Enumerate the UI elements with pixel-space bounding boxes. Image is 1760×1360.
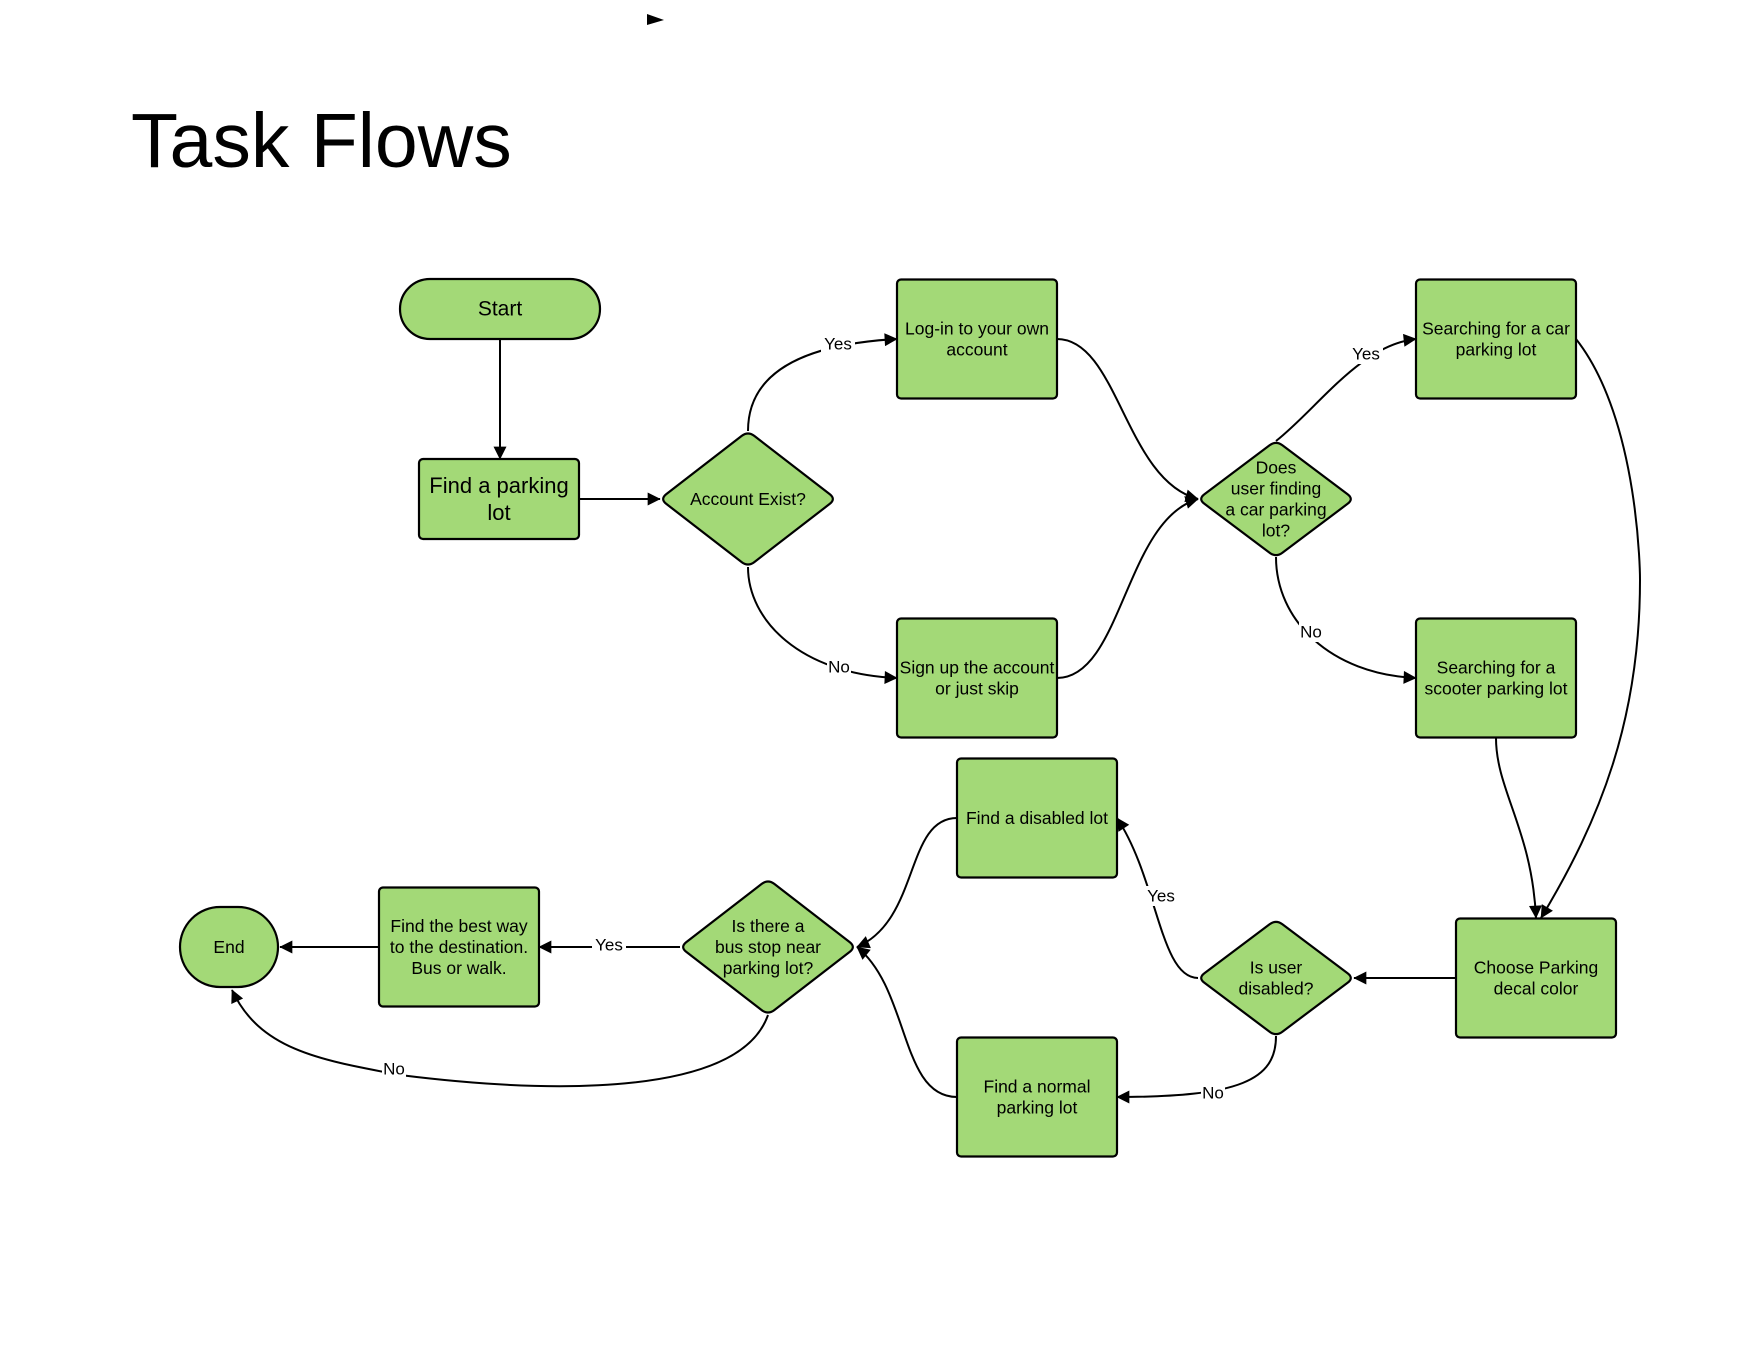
decision-shape <box>682 880 854 1014</box>
edge-normal-lot-to-bus-decision <box>856 946 958 1098</box>
process-shape <box>955 757 1119 879</box>
node-label-line: bus stop near <box>715 937 821 957</box>
edge-label-background <box>382 1059 406 1079</box>
node-label-line: parking lot? <box>723 958 814 978</box>
node-label-line: Find a parking <box>429 473 568 498</box>
process-shape <box>1414 617 1578 739</box>
process-shape <box>1454 917 1618 1039</box>
edge-label-background <box>1144 886 1178 906</box>
edge-car-decision-to-search-scooter <box>1275 556 1417 684</box>
process-shape <box>1414 278 1578 400</box>
edge-label: No <box>1202 1084 1224 1103</box>
node-label-line: to the destination. <box>390 937 528 957</box>
node-label-line: Find a normal <box>984 1077 1091 1097</box>
node-start: Start <box>398 277 602 341</box>
node-label-line: parking lot <box>997 1098 1078 1118</box>
edge-label-background <box>827 657 851 677</box>
edge-label: Yes <box>1352 345 1380 364</box>
edge-label: Yes <box>595 936 623 955</box>
node-label-line: Find a disabled lot <box>966 808 1108 828</box>
node-label-line: Searching for a <box>1437 658 1556 678</box>
process-shape <box>377 886 541 1008</box>
node-label-line: Start <box>478 298 523 321</box>
edge-bus-decision-to-end <box>231 989 769 1088</box>
node-label-line: lot? <box>1262 521 1290 541</box>
page-title: Task Flows <box>131 98 512 184</box>
node-label-line: Choose Parking <box>1474 958 1599 978</box>
node-account-exist: Account Exist? <box>662 432 834 566</box>
node-label-line: or just skip <box>935 679 1019 699</box>
edge-search-car-to-choose-decal <box>1540 338 1642 919</box>
edge-account-exist-to-signup <box>747 566 898 684</box>
edge-disabled-lot-to-bus-decision <box>856 817 958 949</box>
node-end: End <box>178 905 280 989</box>
edge-label: No <box>828 658 850 677</box>
decision-shape <box>1200 920 1352 1036</box>
node-label-line: decal color <box>1494 979 1579 999</box>
process-shape <box>895 617 1059 739</box>
edge-signup-to-car-decision <box>1056 496 1199 679</box>
edge-label: No <box>1300 623 1322 642</box>
node-disabled-lot: Find a disabled lot <box>955 757 1119 879</box>
edge-label-background <box>821 334 855 354</box>
edge-label-background <box>1201 1083 1225 1103</box>
node-label-line: account <box>946 340 1007 360</box>
node-label-line: Bus or walk. <box>411 958 506 978</box>
node-label-line: Account Exist? <box>690 489 806 509</box>
node-label-line: a car parking <box>1225 500 1326 520</box>
node-label-line: Searching for a car <box>1422 319 1570 339</box>
node-label-line: Is there a <box>732 916 805 936</box>
edge-label-background <box>1349 344 1383 364</box>
node-label-line: Find the best way <box>390 916 527 936</box>
node-label-line: Sign up the account <box>900 658 1055 678</box>
node-label-line: scooter parking lot <box>1425 679 1568 699</box>
terminal-shape <box>178 905 280 989</box>
edge-label-background <box>592 935 626 955</box>
decision-shape <box>662 432 834 566</box>
node-label-line: End <box>213 937 244 957</box>
node-label-line: parking lot <box>1456 340 1537 360</box>
process-shape <box>417 457 581 541</box>
edge-label-background <box>1299 622 1323 642</box>
edge-label: No <box>383 1060 405 1079</box>
terminal-shape <box>398 277 602 341</box>
edge-disabled-decision-to-normal-lot <box>1116 1035 1277 1104</box>
node-label-line: Does <box>1256 458 1297 478</box>
edge-account-exist-to-login <box>747 333 898 432</box>
edge-car-decision-to-search-car <box>1275 333 1417 442</box>
edge-login-to-car-decision <box>1056 338 1199 503</box>
node-label-line: lot <box>487 500 510 525</box>
node-label-line: Is user <box>1250 958 1303 978</box>
node-label-line: user finding <box>1231 479 1321 499</box>
edge-disabled-decision-to-disabled-lot <box>1116 817 1199 979</box>
edge-label: Yes <box>1147 887 1175 906</box>
process-shape <box>895 278 1059 400</box>
decision-shape <box>1200 441 1352 557</box>
edge-search-scooter-to-choose-decal <box>1495 737 1542 919</box>
node-label-line: Log-in to your own <box>905 319 1049 339</box>
stray-arrow-icon <box>647 14 664 25</box>
edges-layer <box>231 333 1642 1104</box>
node-label-line: disabled? <box>1239 979 1314 999</box>
edge-label: Yes <box>824 335 852 354</box>
process-shape <box>955 1036 1119 1158</box>
